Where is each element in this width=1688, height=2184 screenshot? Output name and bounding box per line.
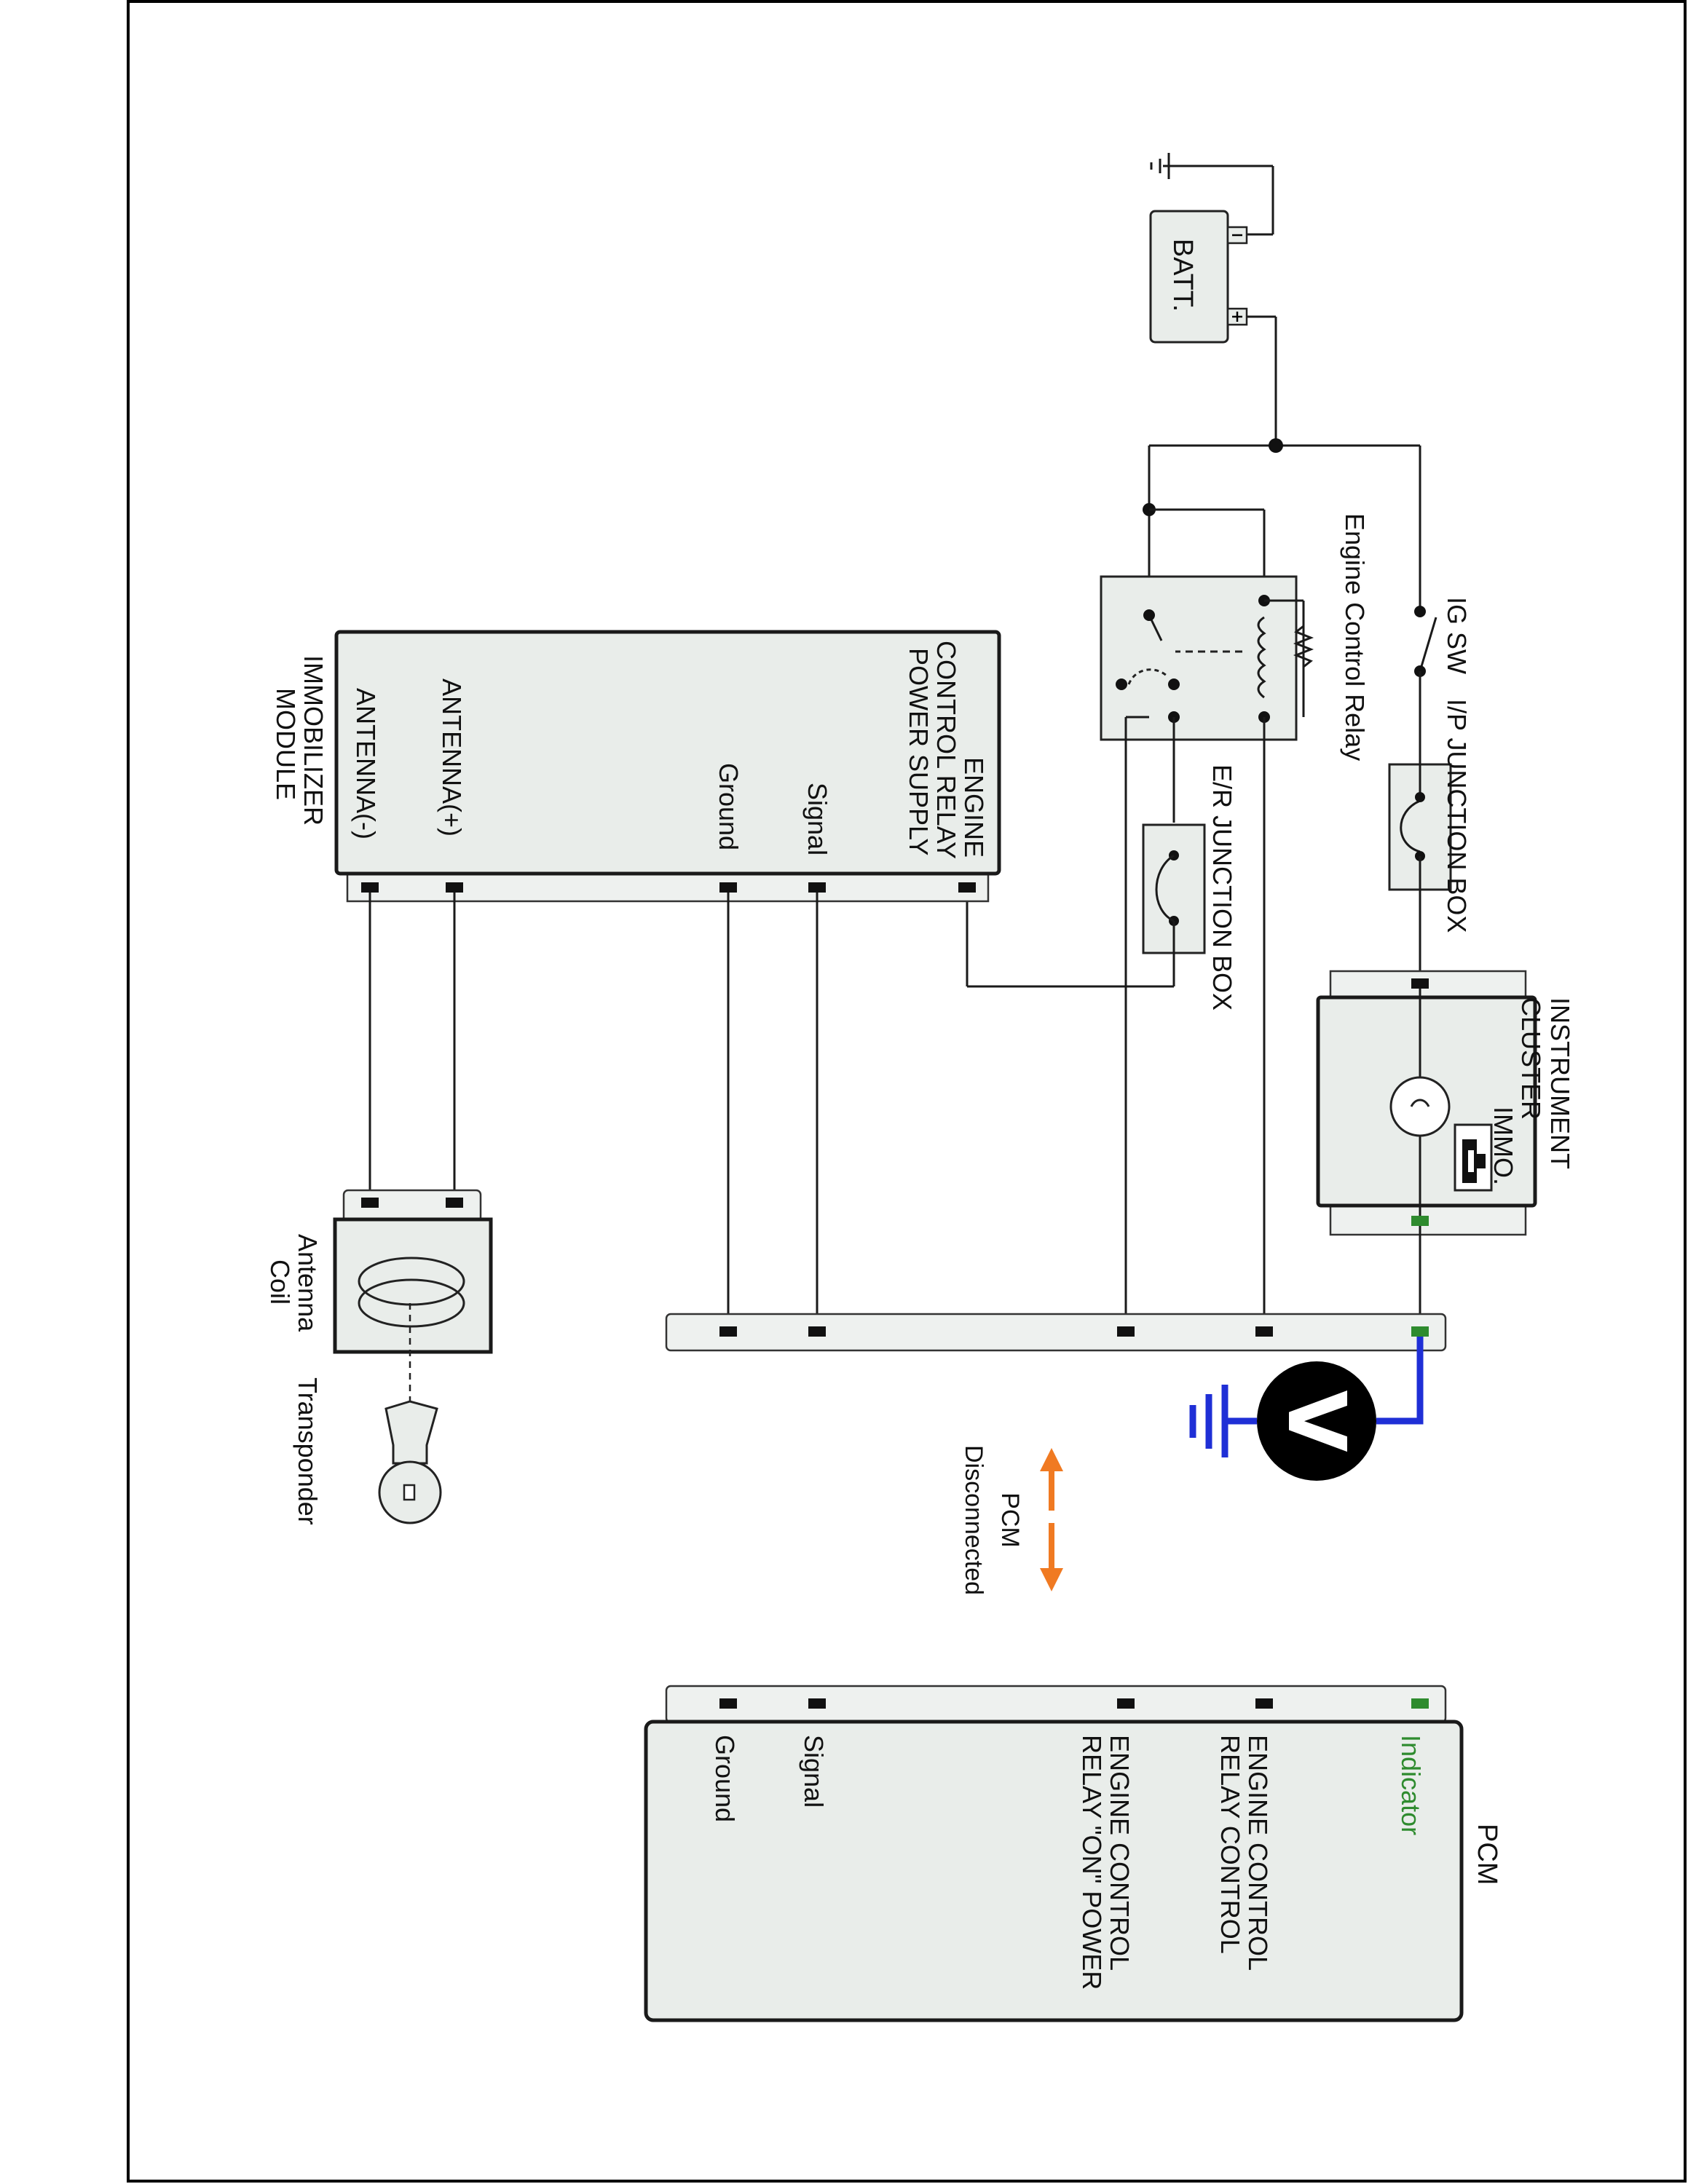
- immobilizer-module-label-2: MODULE: [271, 688, 301, 800]
- pcm-disconnected-label-1: PCM: [996, 1492, 1024, 1548]
- immobilizer-module: ENGINE CONTROL RELAY POWER SUPPLY Signal…: [334, 630, 1001, 903]
- antenna-coil-label-2: Coil: [265, 1259, 295, 1305]
- pcm-pin-ground: Ground: [710, 1735, 740, 1822]
- pcm-pin-indicator: Indicator: [1396, 1735, 1426, 1835]
- pcm-pin-relay-control-2: RELAY CONTROL: [1215, 1735, 1245, 1954]
- voltmeter: V: [1189, 1337, 1424, 1481]
- connector-bar: [665, 1313, 1447, 1352]
- ig-sw-label: IG SW: [1442, 597, 1472, 674]
- pcm-pin-relay-on-power-2: RELAY "ON" POWER: [1077, 1735, 1107, 1990]
- ip-junction-box: [1388, 757, 1452, 983]
- immo-pin-ground: Ground: [714, 763, 744, 850]
- immo-pin-engine-relay-2: CONTROL RELAY: [931, 641, 961, 859]
- instrument-cluster: INSTRUMENT CLUSTER IMMO.: [1316, 970, 1575, 1236]
- page-border: [127, 0, 1687, 2183]
- battery-label: BATT.: [1167, 239, 1198, 312]
- immo-pin-engine-relay-3: POWER SUPPLY: [904, 648, 934, 855]
- pcm-disconnected-label-2: Disconnected: [960, 1445, 987, 1595]
- pcm-pin-signal: Signal: [799, 1735, 829, 1808]
- immo-pin-engine-relay-1: ENGINE: [959, 757, 989, 858]
- immo-label: IMMO.: [1488, 1107, 1518, 1185]
- immo-pin-signal: Signal: [802, 783, 832, 855]
- er-junction-box: E/R JUNCTION BOX: [966, 764, 1237, 1010]
- ip-junction-box-label: I/P JUNCTION BOX: [1442, 699, 1472, 933]
- instrument-cluster-label-1: INSTRUMENT: [1545, 997, 1575, 1169]
- transponder-label: Transponder: [293, 1377, 323, 1525]
- immo-pin-antenna-minus: ANTENNA(-): [351, 688, 381, 839]
- engine-control-relay: Engine Control Relay: [1100, 513, 1370, 761]
- voltmeter-label: V: [1270, 1390, 1363, 1452]
- pcm-disconnected-marker: PCM Disconnected: [960, 1445, 1063, 1595]
- transponder-key: Transponder: [293, 1303, 442, 1525]
- immo-pin-antenna-plus: ANTENNA(+): [437, 678, 467, 836]
- instrument-cluster-label-2: CLUSTER: [1516, 997, 1546, 1120]
- pcm-label: PCM: [1472, 1824, 1502, 1885]
- immobilizer-module-label-1: IMMOBILIZER: [299, 655, 328, 826]
- antenna-coil: Antenna Coil: [265, 1189, 493, 1354]
- antenna-coil-label-1: Antenna: [293, 1234, 323, 1332]
- pcm-module: PCM Indicator ENGINE CONTROL RELAY CONTR…: [644, 1685, 1502, 2022]
- battery: BATT.: [1149, 153, 1274, 344]
- pcm-pin-relay-control-1: ENGINE CONTROL: [1243, 1735, 1273, 1971]
- pcm-pin-relay-on-power-1: ENGINE CONTROL: [1105, 1735, 1135, 1971]
- engine-control-relay-label: Engine Control Relay: [1340, 513, 1370, 761]
- er-junction-box-label: E/R JUNCTION BOX: [1207, 764, 1237, 1010]
